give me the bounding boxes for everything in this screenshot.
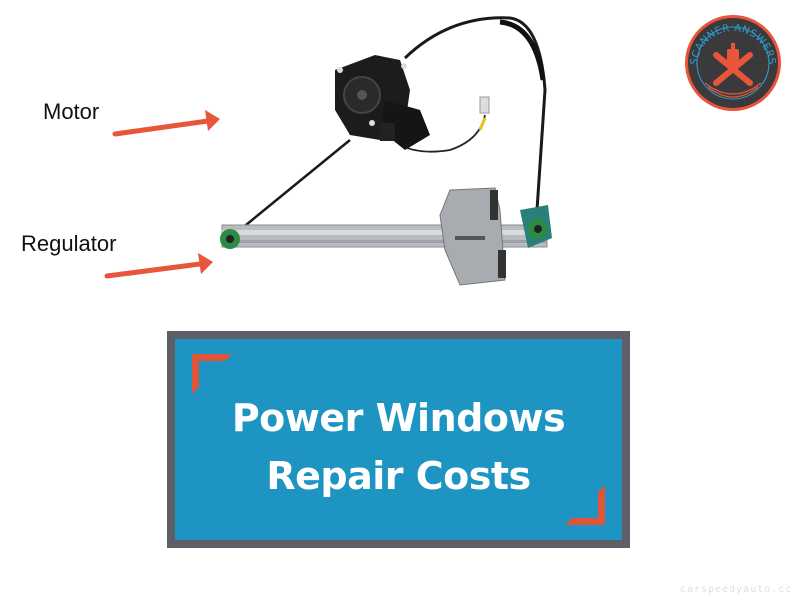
- corner-bracket-bottom-right-icon: [565, 485, 605, 525]
- regulator-label: Regulator: [21, 231, 117, 256]
- motor-arrow-icon: [112, 110, 220, 137]
- banner-title: Power Windows Repair Costs: [175, 389, 622, 505]
- banner-inner: Power Windows Repair Costs: [175, 339, 622, 540]
- motor-unit: [335, 55, 430, 150]
- regulator-arrow-icon: [104, 253, 213, 279]
- window-regulator-illustration: [104, 16, 552, 286]
- scanner-answers-logo: SCANNER ANSWERS: [685, 15, 781, 111]
- watermark: carspeedyauto.cc: [680, 584, 793, 595]
- banner-title-line2: Repair Costs: [266, 454, 531, 498]
- title-banner: Power Windows Repair Costs: [167, 331, 630, 548]
- crossed-wrenches-icon: [713, 52, 753, 86]
- motor-label: Motor: [43, 99, 100, 124]
- banner-title-line1: Power Windows: [231, 396, 566, 440]
- corner-bracket-top-left-icon: [192, 354, 232, 394]
